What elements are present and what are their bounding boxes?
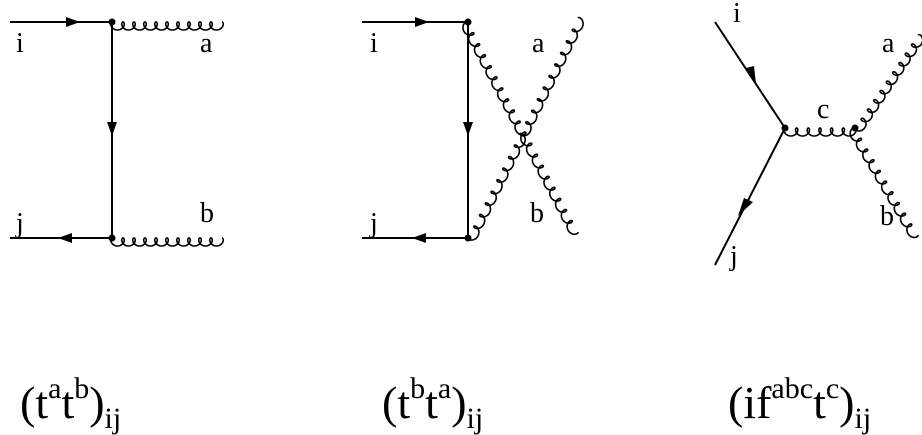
arrow-incoming-icon [66,17,80,27]
gluon-line-top [854,33,922,132]
arrow-outgoing-icon [412,233,426,243]
color-factor-3: (ifabctc)ij [728,372,871,435]
gluon-line-bottom [109,237,225,247]
diagram-1: i j a b (tatb)ij [10,17,225,435]
gluon-line-top [109,21,225,31]
gluon-line-bottom [849,126,919,239]
color-factor-2: (tbta)ij [382,372,483,435]
label-quark-in: i [733,0,741,29]
label-gluon-b: b [530,198,544,229]
vertex-three-gluon [851,124,859,132]
label-gluon-a: a [200,28,213,59]
label-quark-out: j [729,241,738,272]
label-gluon-a: a [532,28,545,59]
arrow-outgoing-icon [58,233,72,243]
label-quark-out: j [369,208,378,239]
label-quark-out: j [15,208,24,239]
vertex-bottom [108,234,116,242]
vertex-top [464,18,472,26]
vertex-top [108,18,116,26]
gluon-line-internal [783,127,857,137]
label-gluon-c: c [817,94,829,125]
quark-line-outgoing [714,127,786,266]
diagram-2: i j a b (tbta)ij [362,16,584,435]
color-factor-1: (tatb)ij [20,372,121,435]
label-gluon-b: b [200,198,214,229]
arrow-incoming-icon [746,66,756,84]
vertex-quark-gluon [781,124,789,132]
diagram-3: i j c a b (ifabctc)ij [714,0,922,435]
gluon-line-top-crossed [462,20,579,236]
arrow-outgoing-icon [738,198,753,216]
gluon-line-bottom-crossed [467,16,584,241]
arrow-propagator-icon [107,122,117,136]
label-quark-in: i [16,28,24,59]
label-quark-in: i [370,28,378,59]
arrow-incoming-icon [415,17,429,27]
label-gluon-b: b [880,201,894,232]
arrow-propagator-icon [463,122,473,136]
vertex-bottom [464,234,472,242]
label-gluon-a: a [882,28,895,59]
quark-line-incoming [714,21,786,129]
